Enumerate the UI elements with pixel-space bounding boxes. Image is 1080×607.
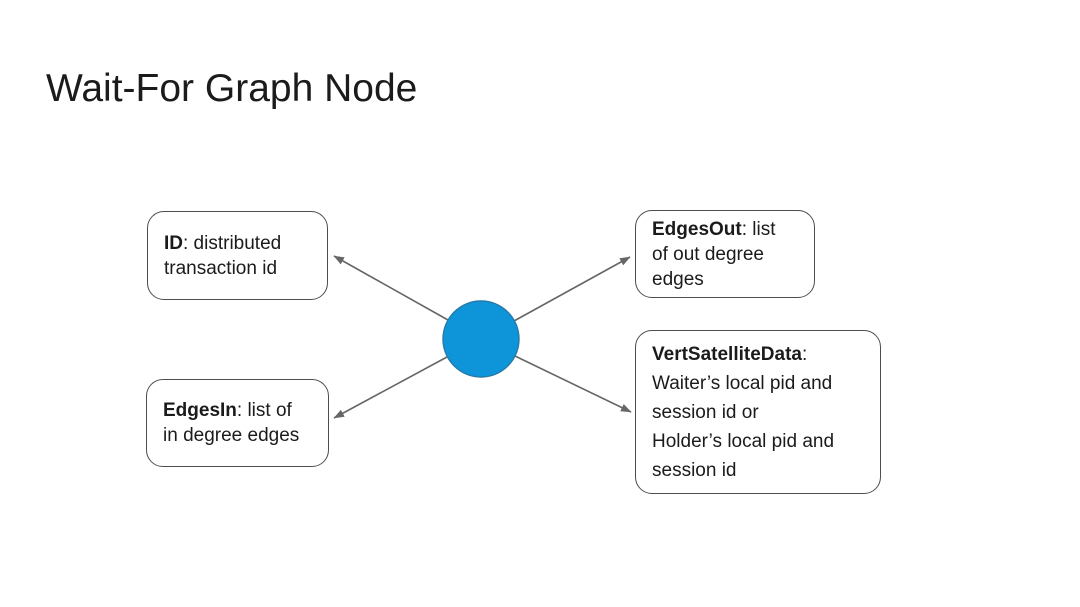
box-id-text: ID: distributed transaction id <box>164 231 315 281</box>
box-text-line: Holder’s local pid and <box>652 430 835 452</box>
arrow-to-edges-out <box>513 256 631 322</box>
box-vert-satellite-data-text: VertSatelliteData: Waiter’s local pid an… <box>652 340 868 485</box>
box-text-line: transaction id <box>164 257 278 279</box>
box-edges-in-text: EdgesIn: list of in degree edges <box>163 398 316 448</box>
box-term-rest: : <box>801 343 808 365</box>
box-term: VertSatelliteData <box>652 343 802 365</box>
box-term: EdgesOut <box>652 218 742 240</box>
box-id: ID: distributed transaction id <box>147 211 328 300</box>
graph-node-circle <box>442 300 520 378</box>
arrow-to-edges-in <box>333 356 448 419</box>
arrow-to-id <box>333 255 449 321</box>
box-vert-satellite-data: VertSatelliteData: Waiter’s local pid an… <box>635 330 881 494</box>
box-text-line: EdgesOut: list <box>652 217 802 242</box>
box-term-rest: : list <box>741 218 776 240</box>
box-text-line: Waiter’s local pid and <box>652 372 833 394</box>
box-text-line: edges <box>652 268 704 290</box>
box-term: EdgesIn <box>163 400 237 421</box>
box-edges-out: EdgesOut: list of out degree edges <box>635 210 815 298</box>
arrow-to-vert-satellite-data <box>514 355 632 413</box>
box-text-line: EdgesIn: list of <box>163 398 316 423</box>
slide-title: Wait-For Graph Node <box>46 67 418 110</box>
box-text-line: of out degree <box>652 243 764 265</box>
box-term-rest: : distributed <box>183 232 282 254</box>
box-term-rest: : list of <box>236 400 292 421</box>
box-edges-in: EdgesIn: list of in degree edges <box>146 379 329 467</box>
box-text-line: session id <box>652 459 737 481</box>
box-text-line: in degree edges <box>163 425 300 446</box>
box-term: ID <box>164 232 183 254</box>
box-text-line: VertSatelliteData: <box>652 340 868 369</box>
box-text-line: session id or <box>652 401 759 423</box>
box-text-line: ID: distributed <box>164 231 315 256</box>
box-edges-out-text: EdgesOut: list of out degree edges <box>652 217 802 292</box>
